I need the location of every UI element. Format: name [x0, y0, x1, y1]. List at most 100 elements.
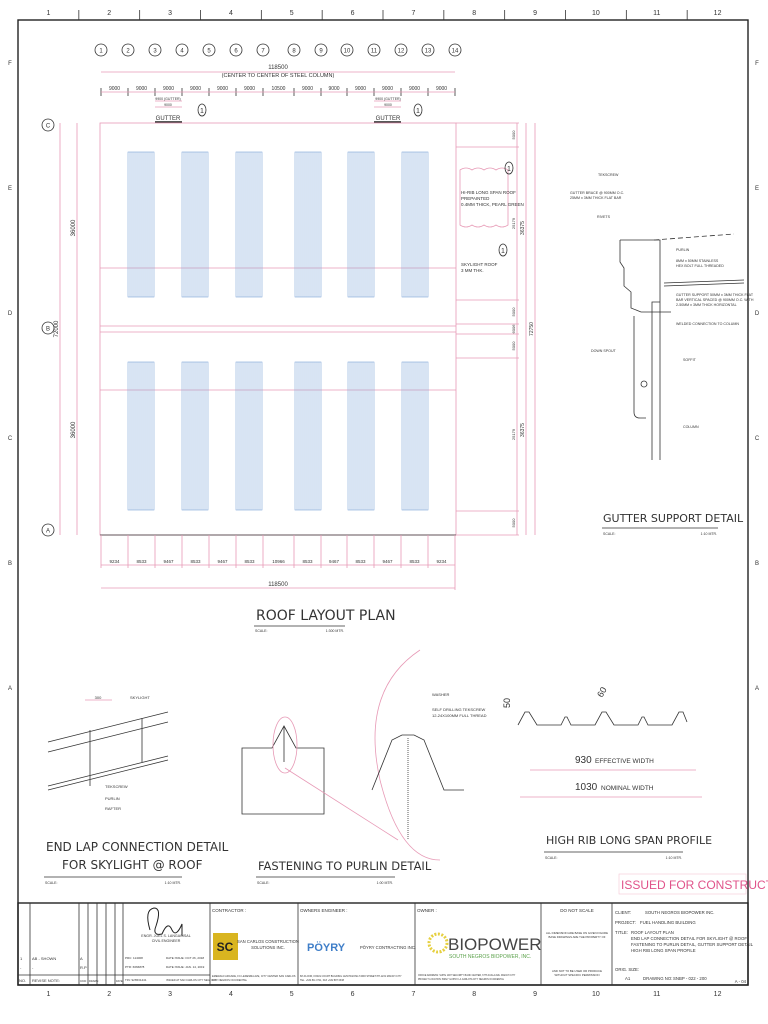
revision-tag: 1 — [507, 166, 511, 173]
top-overall-dim: 118500 — [268, 65, 288, 71]
grid-bubble — [229, 43, 243, 57]
frame-letter: E — [755, 186, 759, 192]
span-dim: 9234 — [436, 559, 447, 564]
frame-letter: F — [755, 61, 759, 67]
span-dim: 9000 — [217, 86, 228, 92]
label-purlin: PURLIN — [676, 248, 690, 252]
grid-bubble-label: 4 — [180, 49, 184, 55]
row-grid-bubbles: CBA — [41, 118, 55, 537]
skylight-panels — [127, 151, 429, 511]
engineer-place: ISSUED AT SAN CARLOS CITY NEG. OCC. — [166, 978, 218, 982]
label-brace: 25MM x 3MM THICK FLAT BAR — [570, 196, 622, 200]
grid-bubble-label: 3 — [153, 49, 157, 55]
span-dim: 9000 — [328, 86, 339, 92]
grid-bubble-label: 2 — [126, 49, 130, 55]
owners-engineer-address: 8th FLOOR, KINGS COURT BUILDING 1129 PAS… — [300, 975, 402, 978]
frame-number: 7 — [411, 10, 415, 17]
sheet-number: A - 04 — [735, 979, 747, 984]
grid-bubble — [421, 43, 435, 57]
frame-number: 10 — [592, 10, 600, 17]
scale-value: 1:10 MTR. — [701, 532, 717, 536]
skylight-panel — [294, 151, 322, 298]
notice-text: BASE DRAWINGS ARE THE PROPERTY OF — [549, 935, 606, 939]
skylight-panel — [181, 361, 209, 511]
note-line: 0.4MM THICK, PEARL GREEN — [461, 202, 524, 207]
label-bolt: HEX BOLT FULL THREADED — [676, 264, 724, 268]
span-dim: 9000 — [355, 86, 366, 92]
scale-label: SCALE: — [45, 881, 57, 885]
notice-text: WITHOUT SPECIFIC PERMISSION — [554, 973, 599, 977]
orig-size-label: ORIG. SIZE: — [615, 967, 639, 972]
frame-number: 6 — [351, 991, 355, 998]
engineer-date: DATE ISSUE: OCT 26, 2018 — [166, 956, 204, 960]
grid-bubble — [202, 43, 216, 57]
roof-plan-title: ROOF LAYOUT PLAN — [256, 608, 396, 624]
frame-number: 3 — [168, 991, 172, 998]
rev-header: DRAWN — [89, 980, 99, 983]
gutter-label: GUTTER — [156, 116, 181, 122]
frame-number: 3 — [168, 10, 172, 17]
revision-tag: 1 — [501, 248, 505, 255]
grid-bubble — [367, 43, 381, 57]
span-dim: 9467 — [217, 559, 228, 564]
revision-tag: 1 — [416, 108, 420, 115]
engineer-signature: ENGR. JOEL S. LANGAOISAL CIVIL ENGINEER … — [125, 907, 218, 982]
dim-300: 300 — [95, 695, 102, 700]
contractor-heading: CONTRACTOR : — [212, 908, 246, 913]
grid-bubble-label: 9 — [319, 49, 323, 55]
span-dim: 9000 — [190, 86, 201, 92]
project-label: PROJECT: — [615, 920, 636, 925]
title-line: FASTENING TO PURLIN DETAIL, GUTTER SUPPO… — [631, 942, 754, 947]
gutter-callout-right: 9900 (GUTTER) 9000 GUTTER 1 — [374, 97, 423, 123]
title-block: 1 AB - SHOWN A - - R.P NO. REVISE NOTE: … — [17, 902, 754, 986]
rev-header: REVISE NOTE: — [32, 978, 60, 983]
frame-letter: A — [8, 686, 12, 692]
title-line: ROOF LAYOUT PLAN — [631, 930, 674, 935]
do-not-scale: DO NOT SCALE — [560, 908, 593, 913]
profile-title: HIGH RIB LONG SPAN PROFILE — [546, 834, 712, 847]
drawing-info-block: CLIENT: SOUTH NEGROS BIOPOWER INC. PROJE… — [615, 910, 754, 984]
gutter-support-detail: TEKSCREW GUTTER BRACE @ 900MM O.C. 25MM … — [570, 173, 754, 536]
skylight-panel — [235, 361, 263, 511]
high-rib-profile: 50 60 930 EFFECTIVE WIDTH 1030 NOMINAL W… — [502, 685, 712, 860]
fastening-title: FASTENING TO PURLIN DETAIL — [258, 859, 432, 873]
frame-letter: F — [8, 61, 12, 67]
label-rafter: RAFTER — [105, 806, 121, 811]
engineer-role: CIVIL ENGINEER — [152, 939, 181, 943]
label-soffit: SOFFIT — [683, 358, 697, 362]
span-dim: 8533 — [409, 559, 420, 564]
right-overall-dim: 72750 — [529, 322, 535, 336]
right-half-dim: 36375 — [520, 423, 526, 437]
scale-label: SCALE: — [255, 629, 267, 633]
frame-letter: D — [755, 311, 760, 317]
span-dim: 9000 — [382, 86, 393, 92]
gutter-dim: 9900 (GUTTER) — [375, 97, 400, 101]
biopower-sun-icon — [427, 932, 449, 954]
grid-bubble-label: 5 — [207, 49, 211, 55]
grid-bubble — [121, 43, 135, 57]
gutter-detail-labels: TEKSCREW GUTTER BRACE @ 900MM O.C. 25MM … — [570, 173, 754, 429]
right-dim: 25179 — [511, 428, 516, 440]
skylight-panel — [294, 361, 322, 511]
frame-letter: A — [755, 686, 759, 692]
poyry-logo: PÖYRY — [307, 941, 346, 954]
span-dim: 9467 — [382, 559, 393, 564]
span-dim: 9000 — [163, 86, 174, 92]
grid-bubble — [41, 118, 55, 132]
owners-engineer-address: TEL. +632 811 0711, FAX +632 887 0338 — [300, 979, 345, 982]
grid-bubble-label: 12 — [398, 49, 405, 55]
label-washer: WASHER — [432, 692, 450, 697]
owner-address: OFFICE ADDRESS: SUITE 1007 SECURITY BANK… — [418, 974, 516, 977]
label-tekscrew: TEKSCREW — [598, 173, 619, 177]
grid-bubble — [287, 43, 301, 57]
scale-value: 1:10 MTR. — [165, 881, 181, 885]
client-value: SOUTH NEGROS BIOPOWER INC. — [645, 910, 714, 915]
span-dim: 10966 — [272, 559, 285, 564]
owner-block: OWNER : BIOPOWER SOUTH NEGROS BIOPOWER, … — [417, 908, 542, 981]
owners-engineer-heading: OWNERS ENGINEER : — [300, 908, 348, 913]
skylight-panel — [181, 151, 209, 298]
grid-bubble-label: 1 — [99, 49, 103, 55]
